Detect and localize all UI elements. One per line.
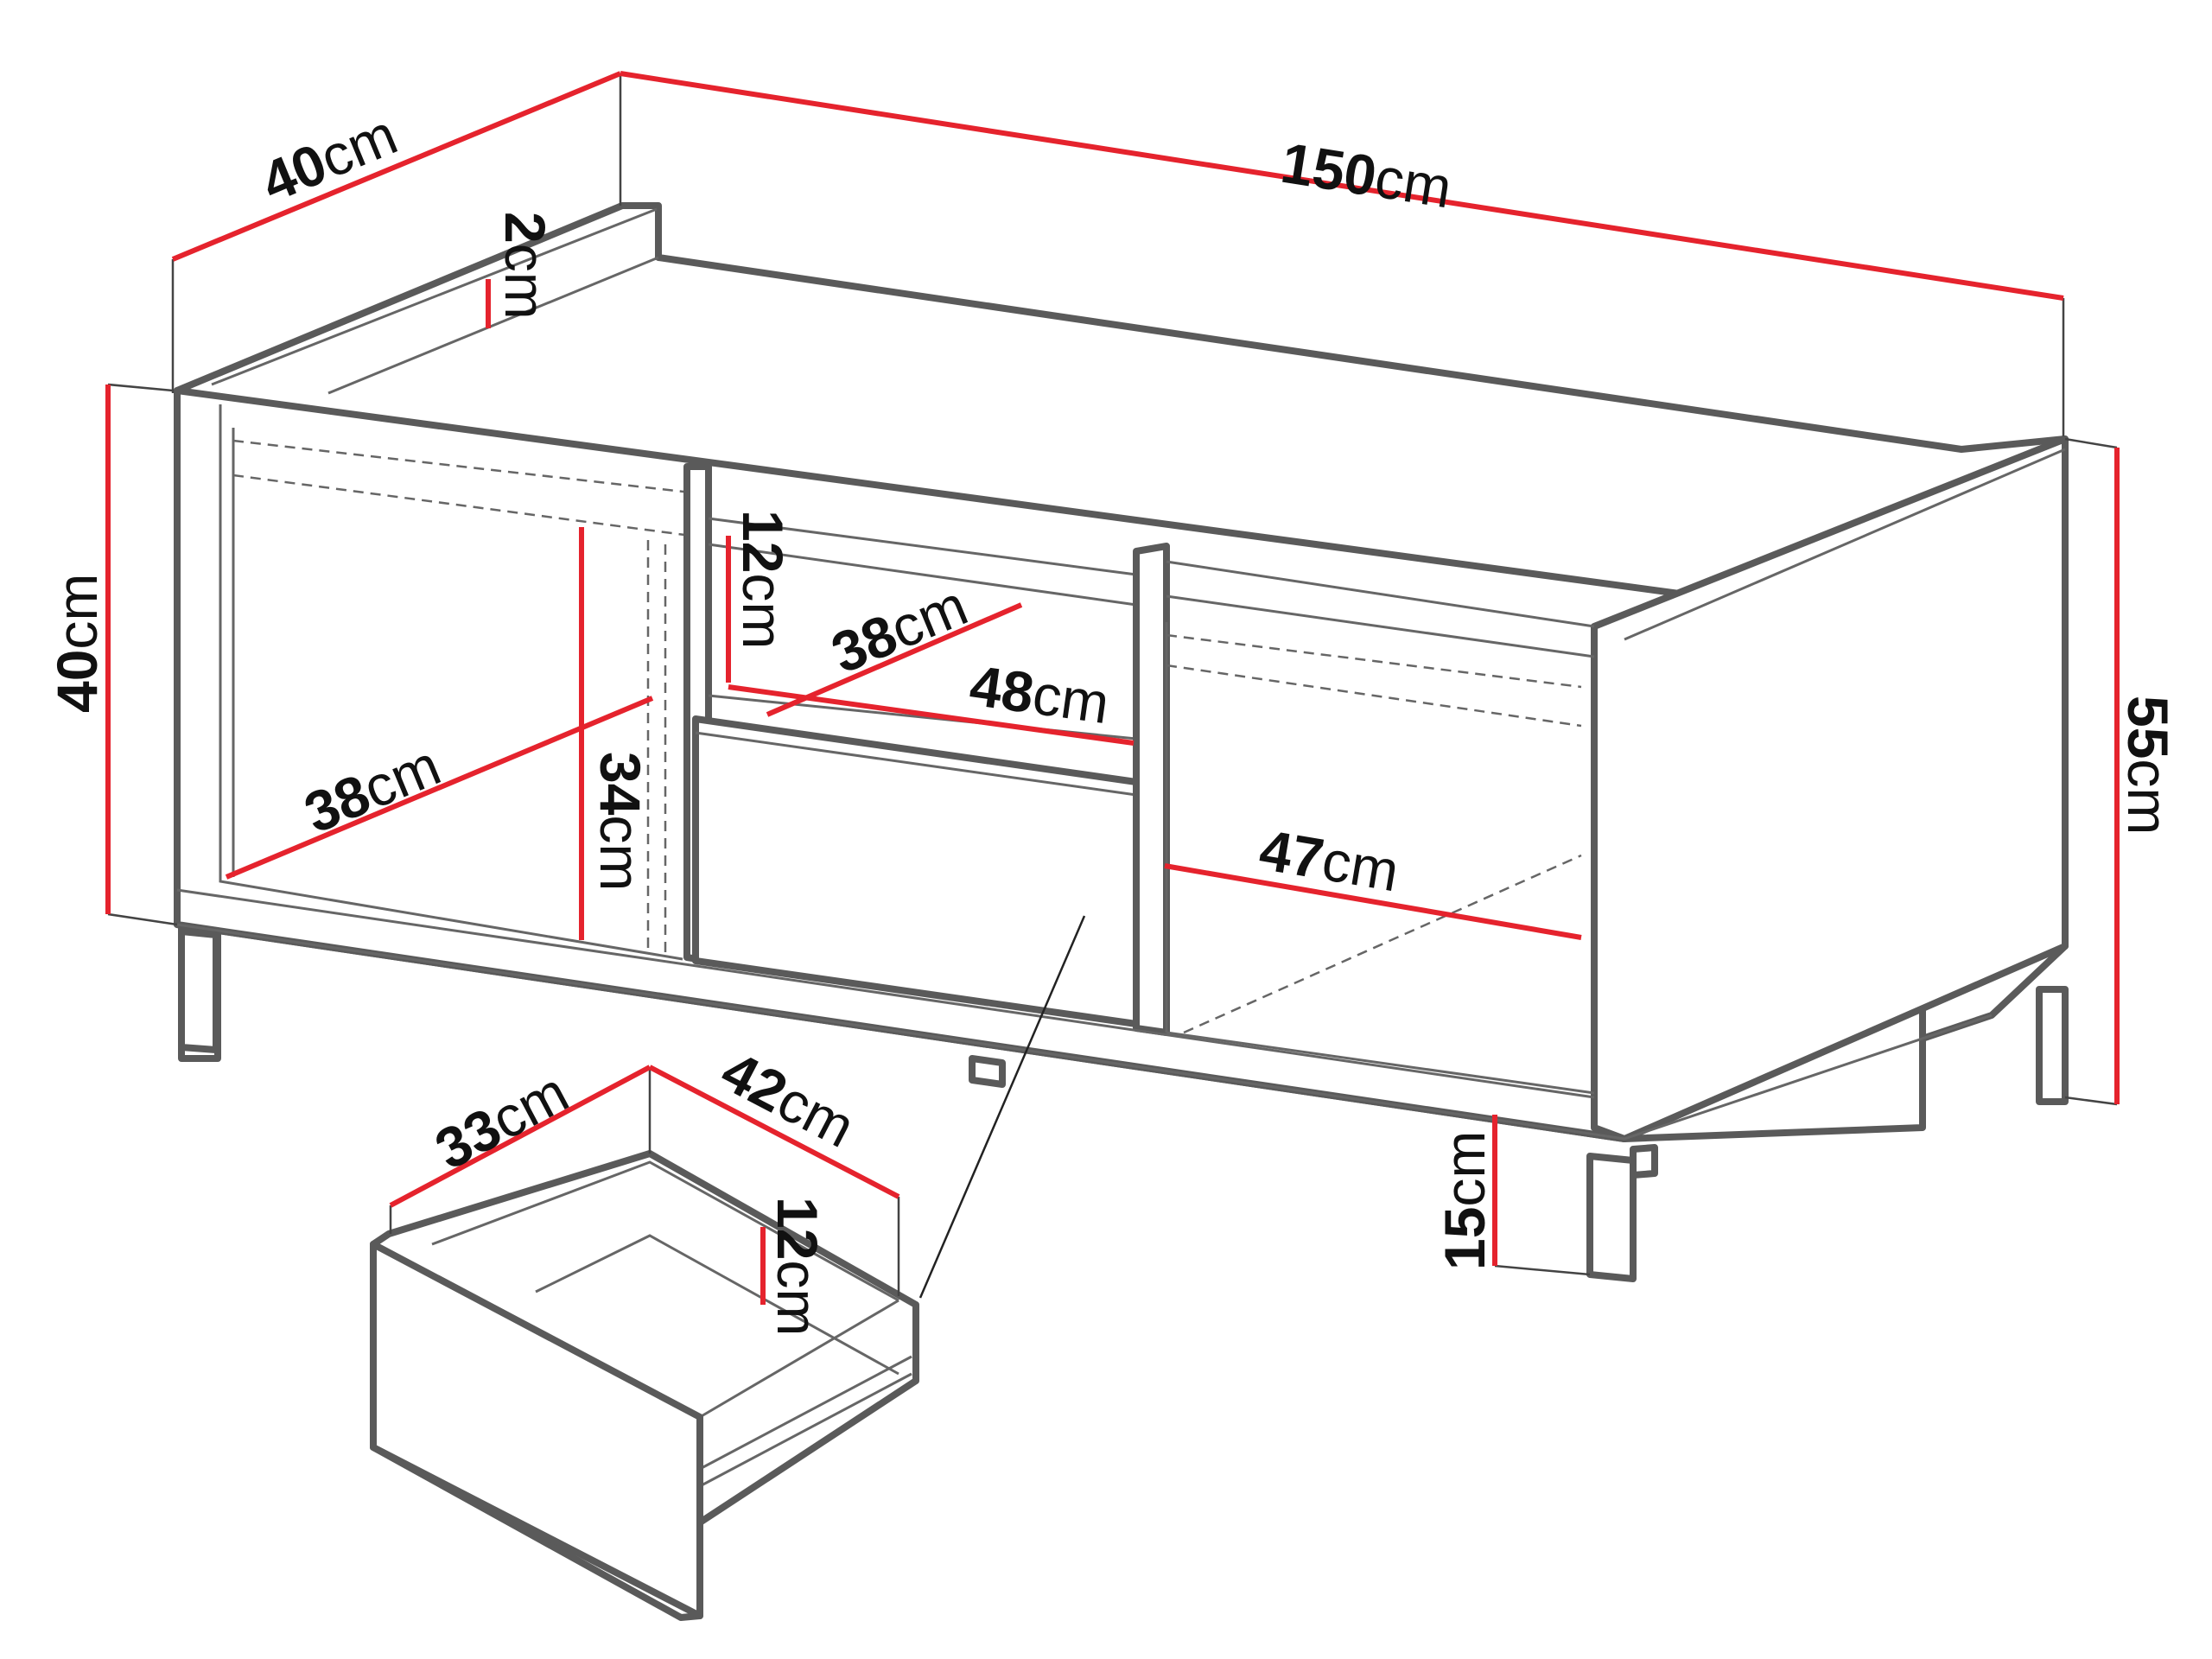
left-inner-edge	[327, 256, 659, 395]
drawer-leader-line	[918, 915, 1086, 1299]
right-compartment-bottom	[1166, 1031, 1595, 1095]
dim-line-niche-width	[728, 684, 1135, 746]
dim-line-drawer-width	[648, 1065, 900, 1199]
drawer-front-panel	[370, 1241, 703, 1619]
left-shelf-hidden-1	[232, 439, 692, 494]
right-shelf-hidden-3	[1183, 854, 1582, 1034]
left-shelf-hidden-2	[232, 474, 692, 537]
label-right-width: 47cm	[1255, 817, 1403, 904]
label-body-height: 40cm	[45, 574, 109, 713]
leg-front-left	[178, 928, 219, 1053]
leg-front-middle	[969, 1055, 1006, 1088]
right-divider-panel	[1133, 543, 1170, 1036]
drawer-box-inner-back	[431, 1160, 899, 1302]
right-shelf-hidden-2	[1166, 664, 1582, 728]
label-leg-height: 15cm	[1433, 1131, 1497, 1270]
label-total-depth: 40cm	[252, 102, 405, 214]
dimension-lines	[105, 71, 2120, 1305]
left-compartment-frame	[219, 404, 683, 961]
drawer-box-rail-1	[699, 1355, 912, 1471]
dim-line-total-depth	[171, 71, 622, 262]
drawer-detail-drawing	[370, 1150, 919, 1621]
middle-niche-shelf	[708, 543, 1137, 607]
leg-back-right-foot	[1630, 1144, 1658, 1179]
label-total-width: 150cm	[1277, 130, 1456, 220]
drawer-front-top	[695, 731, 1137, 797]
ext-leg-bottom	[1494, 1264, 1591, 1276]
base-strip-top	[176, 888, 1595, 1099]
right-side-panel	[1591, 435, 2069, 1142]
dim-line-right-width	[1164, 863, 1582, 940]
label-total-height: 55cm	[2116, 696, 2180, 835]
extension-lines	[107, 73, 2118, 1296]
dim-line-drawer-depth	[389, 1065, 652, 1208]
left-side-edge	[211, 207, 658, 386]
right-compartment-inner	[1166, 594, 1595, 658]
dim-line-total-width	[620, 71, 2064, 301]
label-drawer-height: 12cm	[766, 1197, 830, 1336]
ext-height-right-bottom	[2064, 1096, 2118, 1106]
ext-height-left-bottom	[107, 912, 178, 926]
middle-niche-back	[708, 517, 1137, 576]
label-left-height: 34cm	[588, 752, 652, 891]
drawer-box-inner-side	[699, 1299, 899, 1419]
ext-height-right-top	[2064, 437, 2118, 449]
right-compartment-back	[1166, 560, 1595, 628]
drawer-box-rail-2	[699, 1372, 912, 1488]
leg-front-right	[1586, 1153, 1637, 1282]
label-top-thickness: 2cm	[493, 212, 557, 320]
right-shelf-hidden-1	[1166, 633, 1582, 689]
leg-back-right	[2036, 986, 2069, 1105]
base-strip	[176, 923, 1993, 1141]
right-side-inner	[1624, 448, 2066, 641]
label-niche-width: 48cm	[966, 653, 1113, 736]
ext-height-left-top	[107, 383, 174, 392]
drawer-box-inner-floor	[535, 1234, 899, 1376]
label-niche-height: 12cm	[731, 510, 795, 649]
label-drawer-depth: 33cm	[425, 1059, 578, 1181]
